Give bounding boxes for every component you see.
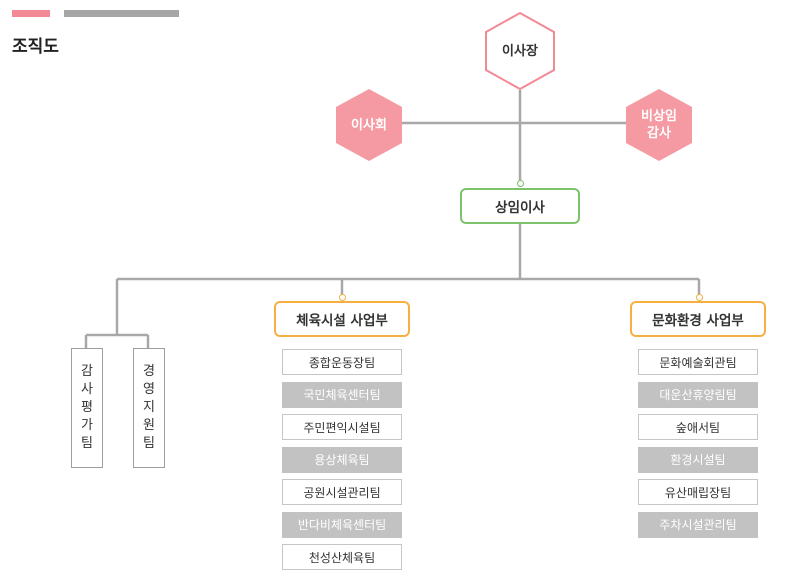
auditor-node: 비상임 감사 (624, 88, 694, 162)
culture-team-2: 대운산휴양림팀 (638, 381, 758, 408)
board-node: 이사회 (334, 88, 404, 162)
page-title: 조직도 (12, 37, 59, 57)
hexagon-shape (626, 89, 692, 161)
culture-division-box: 문화환경 사업부 (630, 301, 766, 337)
chairman-node: 이사장 (482, 11, 558, 91)
direct-team-management: 경영지원팀 (133, 348, 165, 468)
auditor-label: 비상임 감사 (641, 109, 677, 141)
culture-team-4: 환경시설팀 (638, 446, 758, 473)
direct-team-label: 경영지원팀 (143, 364, 155, 451)
sports-team-6: 반다비체육센터팀 (282, 511, 402, 538)
hexagon-shape (336, 89, 402, 161)
direct-team-label: 감사평가팀 (81, 364, 93, 451)
accent-bar-gray (64, 10, 179, 17)
sports-team-7: 천성산체육팀 (282, 544, 402, 570)
chairman-label: 이사장 (502, 43, 538, 59)
connector-dot (339, 294, 346, 301)
sports-division-box: 체육시설 사업부 (274, 301, 410, 337)
accent-bar-pink (12, 10, 50, 17)
hexagon-shape (485, 11, 555, 91)
connector-dot (696, 294, 703, 301)
sports-team-3: 주민편익시설팀 (282, 414, 402, 440)
board-label: 이사회 (351, 117, 387, 133)
culture-team-6: 주차시설관리팀 (638, 511, 758, 538)
culture-team-1: 문화예술회관팀 (638, 349, 758, 375)
connector-dot (517, 180, 524, 187)
sports-team-2: 국민체육센터팀 (282, 381, 402, 408)
direct-team-audit: 감사평가팀 (71, 348, 103, 468)
sports-team-4: 용상체육팀 (282, 446, 402, 473)
sports-team-5: 공원시설관리팀 (282, 479, 402, 505)
culture-team-3: 숲애서팀 (638, 414, 758, 440)
culture-team-5: 유산매립장팀 (638, 479, 758, 505)
standing-director-box: 상임이사 (460, 188, 580, 224)
sports-team-1: 종합운동장팀 (282, 349, 402, 375)
